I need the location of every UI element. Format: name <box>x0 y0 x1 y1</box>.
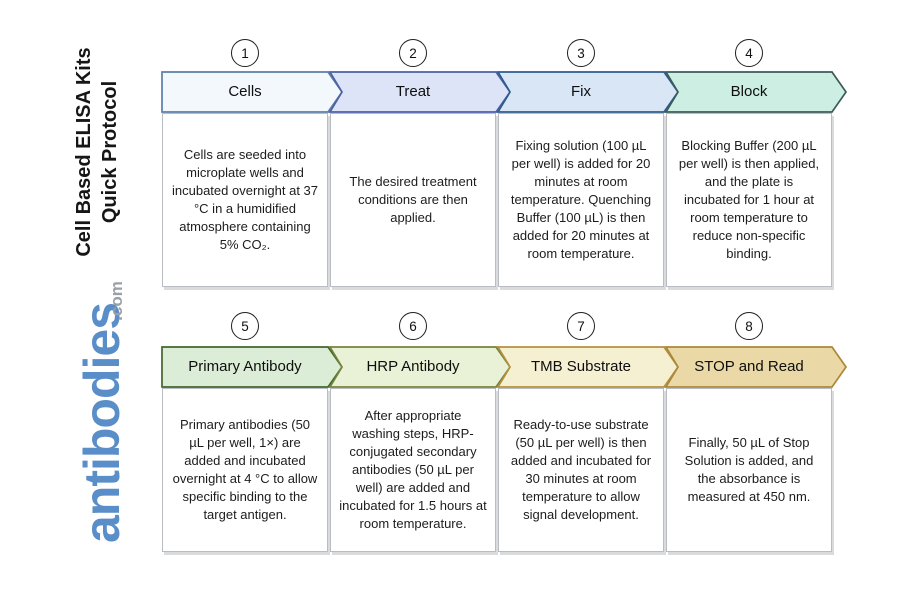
step-7-number-badge: 7 <box>567 312 595 340</box>
step-8-arrow <box>664 346 848 388</box>
step-2-description: The desired treatment conditions are the… <box>349 174 477 225</box>
step-number: 5 <box>241 318 249 334</box>
step-number: 6 <box>409 318 417 334</box>
step-8-number-badge: 8 <box>735 312 763 340</box>
step-4-description: Blocking Buffer (200 µL per well) is the… <box>678 138 820 261</box>
step-1-arrow <box>161 71 344 113</box>
banner-row-1 <box>161 71 848 113</box>
step-7-arrow <box>496 346 680 388</box>
step-6-number-badge: 6 <box>399 312 427 340</box>
step-1-description: Cells are seeded into microplate wells a… <box>172 147 318 252</box>
step-2-label: Treat <box>395 83 431 100</box>
step-number: 2 <box>409 45 417 61</box>
step-8-label: STOP and Read <box>694 358 804 375</box>
step-3-description-box: Fixing solution (100 µL per well) is add… <box>498 113 664 287</box>
step-4-number-badge: 4 <box>735 39 763 67</box>
step-8-description: Finally, 50 µL of Stop Solution is added… <box>684 435 814 504</box>
step-number: 4 <box>745 45 753 61</box>
step-2-arrow <box>328 71 512 113</box>
step-6-description: After appropriate washing steps, HRP-con… <box>339 408 487 531</box>
step-5-number-badge: 5 <box>231 312 259 340</box>
step-4-arrow <box>664 71 848 113</box>
step-number: 8 <box>745 318 753 334</box>
step-3-label: Fix <box>571 83 591 100</box>
step-number: 7 <box>577 318 585 334</box>
step-4-description-box: Blocking Buffer (200 µL per well) is the… <box>666 113 832 287</box>
step-5-label: Primary Antibody <box>188 358 302 375</box>
step-6-label: HRP Antibody <box>366 358 460 375</box>
step-5-arrow <box>161 346 344 388</box>
step-1-label: Cells <box>228 83 262 100</box>
step-8-description-box: Finally, 50 µL of Stop Solution is added… <box>666 388 832 552</box>
step-number: 1 <box>241 45 249 61</box>
step-5-description-box: Primary antibodies (50 µL per well, 1×) … <box>162 388 328 552</box>
step-3-number-badge: 3 <box>567 39 595 67</box>
step-6-description-box: After appropriate washing steps, HRP-con… <box>330 388 496 552</box>
step-1-description-box: Cells are seeded into microplate wells a… <box>162 113 328 287</box>
step-1-number-badge: 1 <box>231 39 259 67</box>
step-7-label: TMB Substrate <box>530 358 632 375</box>
step-3-description: Fixing solution (100 µL per well) is add… <box>510 138 652 261</box>
step-number: 3 <box>577 45 585 61</box>
step-5-description: Primary antibodies (50 µL per well, 1×) … <box>172 417 318 522</box>
step-2-number-badge: 2 <box>399 39 427 67</box>
step-7-description-box: Ready-to-use substrate (50 µL per well) … <box>498 388 664 552</box>
brand-logo-tld: .com <box>107 281 126 321</box>
step-6-arrow <box>328 346 512 388</box>
step-7-description: Ready-to-use substrate (50 µL per well) … <box>510 417 652 522</box>
step-3-arrow <box>496 71 680 113</box>
step-2-description-box: The desired treatment conditions are the… <box>330 113 496 287</box>
step-4-label: Block <box>730 83 768 100</box>
banner-row-2 <box>161 346 848 388</box>
